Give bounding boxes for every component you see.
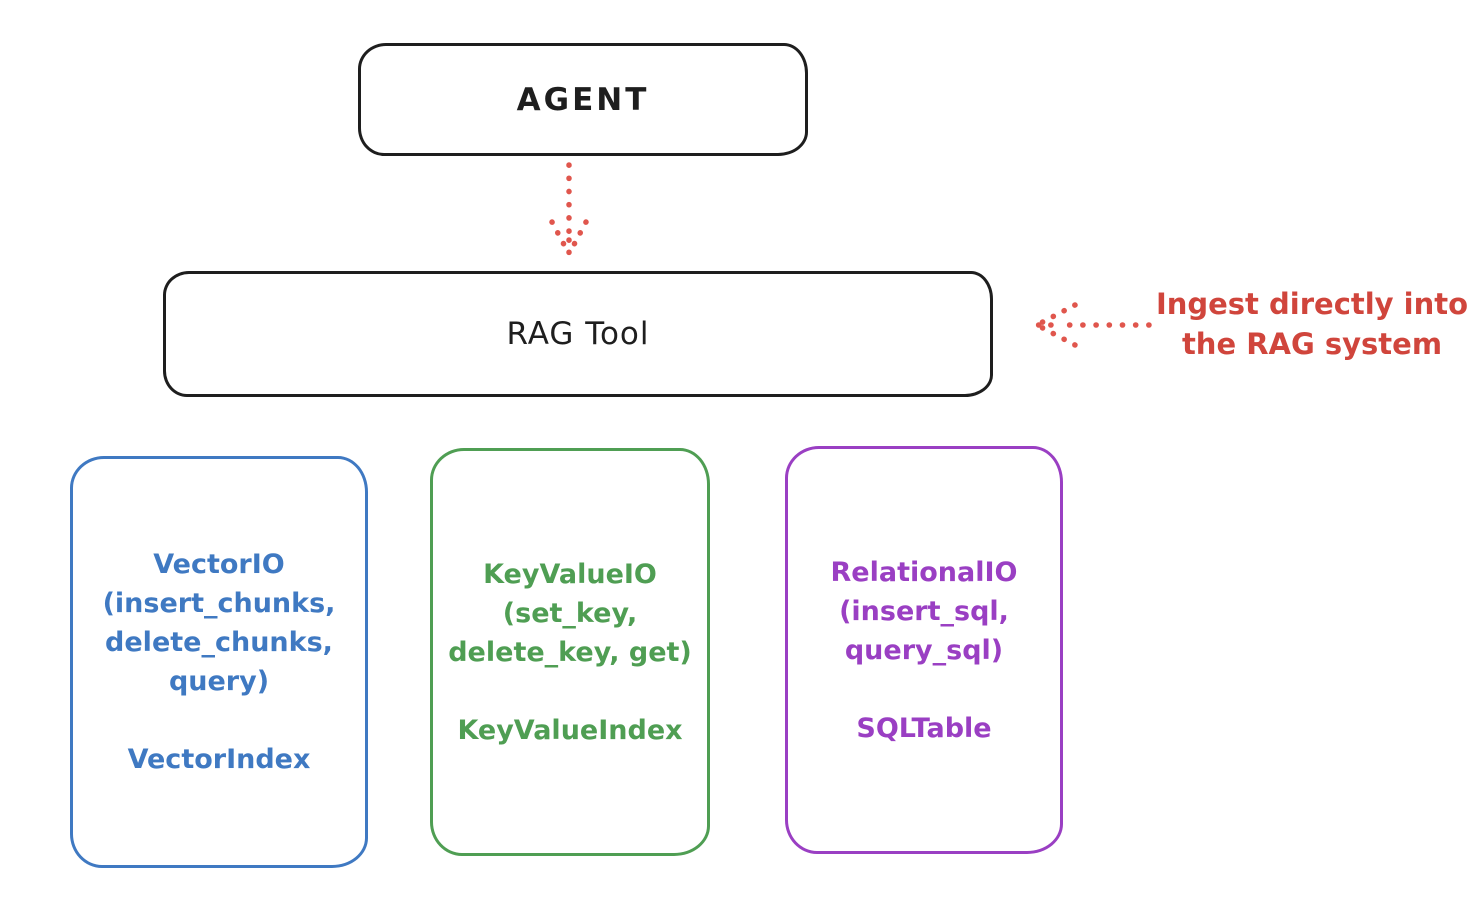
vector-io-line: query) <box>168 666 270 697</box>
agent-label: AGENT <box>516 81 650 118</box>
agent-node[interactable]: AGENT <box>358 43 808 156</box>
rag-tool-label: RAG Tool <box>506 316 650 352</box>
relational-io-line: query_sql) <box>844 634 1004 666</box>
keyvalue-io-line: KeyValueIndex <box>457 714 683 746</box>
vector-io-line: VectorIO <box>153 549 285 580</box>
ingest-annotation-line-2: the RAG system <box>1181 327 1443 361</box>
keyvalue-io-line: (set_key, <box>502 597 638 629</box>
rag-tool-node[interactable]: RAG Tool <box>163 271 993 397</box>
relational-io-line: (insert_sql, <box>839 595 1009 627</box>
keyvalue-io-line: delete_key, get) <box>448 636 692 668</box>
relational-io-line <box>788 670 1060 709</box>
vector-io-line: delete_chunks, <box>105 627 333 658</box>
vector-io-node[interactable]: VectorIO (insert_chunks, delete_chunks, … <box>70 456 368 868</box>
vector-io-line: VectorIndex <box>127 744 311 775</box>
keyvalue-io-node[interactable]: KeyValueIO (set_key, delete_key, get) Ke… <box>430 448 710 856</box>
keyvalue-io-text: KeyValueIO (set_key, delete_key, get) Ke… <box>433 555 707 750</box>
relational-io-line: RelationalIO <box>830 556 1018 588</box>
vector-io-text: VectorIO (insert_chunks, delete_chunks, … <box>73 545 365 779</box>
relational-io-text: RelationalIO (insert_sql, query_sql) SQL… <box>788 553 1060 748</box>
relational-io-line: SQLTable <box>856 712 992 744</box>
agent-to-rag-arrow-icon[interactable] <box>537 160 601 264</box>
keyvalue-io-line: KeyValueIO <box>483 558 657 590</box>
keyvalue-io-line <box>433 672 707 711</box>
ingest-annotation: Ingest directly into the RAG system <box>1132 284 1484 364</box>
relational-io-node[interactable]: RelationalIO (insert_sql, query_sql) SQL… <box>785 446 1063 854</box>
vector-io-line <box>73 701 365 740</box>
ingest-annotation-line-1: Ingest directly into <box>1155 287 1469 321</box>
vector-io-line: (insert_chunks, <box>102 588 336 619</box>
ingest-arrow-icon[interactable] <box>1025 296 1157 356</box>
